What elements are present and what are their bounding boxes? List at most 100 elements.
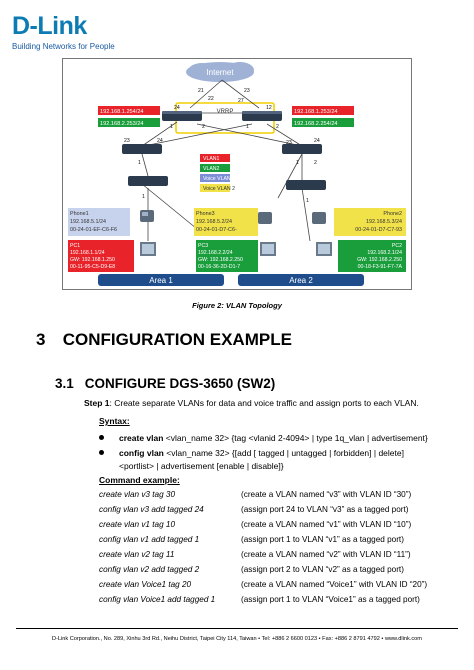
svg-text:192.168.2.1/24: 192.168.2.1/24 [367,250,402,256]
step-text: : Create separate VLANs for data and voi… [109,398,419,408]
svg-text:24: 24 [157,138,163,144]
section-number: 3 [36,330,46,349]
svg-text:Voice VLAN 2: Voice VLAN 2 [203,186,235,192]
svg-text:1: 1 [246,124,249,130]
command-text: config vlan v1 add tagged 1 [99,535,200,544]
svg-text:192.168.1.253/24: 192.168.1.253/24 [294,109,338,115]
svg-text:VLAN2: VLAN2 [203,166,220,172]
svg-text:1: 1 [306,198,309,204]
pc2-box [338,240,406,272]
subsection-title: CONFIGURE DGS-3650 (SW2) [84,376,276,391]
svg-text:PC3: PC3 [198,243,208,249]
core-right-subnet-1 [292,106,354,115]
svg-text:12: 12 [266,105,272,111]
step-1: Step 1: Create separate VLANs for data a… [84,398,419,408]
syntax-command: create vlan [119,433,164,443]
syntax-args: <vlan_name 32> {tag <vlanid 2-4094> | ty… [163,433,428,443]
command-text: create vlan v3 tag 30 [99,490,176,499]
svg-text:23: 23 [286,140,292,146]
svg-text:Area 1: Area 1 [149,276,173,285]
phone2-icon [312,212,326,224]
pc1-box [68,240,134,272]
command-text: config vlan Voice1 add tagged 1 [99,595,216,604]
svg-text:192.168.1.1/24: 192.168.1.1/24 [70,250,105,256]
command-description: (assign port 2 to VLAN “v2” as a tagged … [241,565,404,574]
pc1-icon [140,242,156,256]
command-row: create vlan v3 tag 30 (create a VLAN nam… [99,490,439,504]
core-left-subnet-1 [98,106,160,115]
svg-text:27: 27 [238,98,244,104]
command-row: config vlan v1 add tagged 1 (assign port… [99,535,439,549]
svg-text:Area 2: Area 2 [289,276,313,285]
command-row: create vlan v1 tag 10 (create a VLAN nam… [99,520,439,534]
command-text: config vlan v2 add tagged 2 [99,565,200,574]
svg-text:2: 2 [314,160,317,166]
page-footer: D-Link Corporation., No. 289, Xinhu 3rd … [52,636,422,642]
command-description: (assign port 1 to VLAN “Voice1” as a tag… [241,595,420,604]
phone1-box [68,208,130,236]
svg-text:GW: 192.168.1.250: GW: 192.168.1.250 [70,257,115,263]
core-left-subnet-2 [98,118,160,127]
svg-text:GW: 192.168.2.250: GW: 192.168.2.250 [198,257,243,263]
command-text: create vlan v2 tag 11 [99,550,175,559]
distribution-switch-right [282,144,322,154]
svg-text:21: 21 [198,88,204,94]
bullet-icon [99,450,104,455]
svg-text:192.168.5.1/24: 192.168.5.1/24 [70,219,106,225]
syntax-args: <vlan_name 32> {[add [ tagged | untagged… [119,448,404,471]
command-description: (assign port 24 to VLAN “v3” as a tagged… [241,505,409,514]
access-switch-right [286,180,326,190]
syntax-command: config vlan [119,448,164,458]
command-description: (create a VLAN named “Voice1” with VLAN … [241,580,428,589]
phone3-box [194,208,258,236]
svg-text:2: 2 [202,124,205,130]
svg-text:2: 2 [276,124,279,130]
svg-text:192.168.5.2/24: 192.168.5.2/24 [196,219,232,225]
footer-divider [16,628,458,629]
subsection-heading: 3.1 CONFIGURE DGS-3650 (SW2) [55,376,275,391]
command-text: create vlan v1 tag 10 [99,520,176,529]
svg-text:Phone3: Phone3 [196,211,215,217]
command-description: (create a VLAN named “v3” with VLAN ID “… [241,490,412,499]
svg-text:23: 23 [244,88,250,94]
pc3-box [196,240,258,272]
svg-text:192.168.2.254/24: 192.168.2.254/24 [294,121,338,127]
pc3-icon [260,242,276,256]
bullet-icon [99,435,104,440]
command-row: config vlan Voice1 add tagged 1 (assign … [99,595,439,609]
svg-text:00-18-F3-91-F7-7A: 00-18-F3-91-F7-7A [358,264,403,270]
command-row: create vlan v2 tag 11 (create a VLAN nam… [99,550,439,564]
command-description: (assign port 1 to VLAN “v1” as a tagged … [241,535,404,544]
command-text: create vlan Voice1 tag 20 [99,580,192,589]
area1-bar [98,274,224,286]
section-heading: 3 CONFIGURATION EXAMPLE [36,330,292,350]
pc2-icon [316,242,332,256]
core-switch-left [162,111,202,121]
svg-text:00-24-01-D7-C7-93: 00-24-01-D7-C7-93 [355,227,402,233]
command-row: config vlan v2 add tagged 2 (assign port… [99,565,439,579]
phone1-icon [140,210,154,222]
svg-text:GW: 192.168.2.250: GW: 192.168.2.250 [357,257,402,263]
command-description: (create a VLAN named “v1” with VLAN ID “… [241,520,412,529]
core-switch-right [242,111,282,121]
svg-text:PC2: PC2 [392,243,402,249]
svg-text:192.168.2.253/24: 192.168.2.253/24 [100,121,144,127]
svg-text:Voice VLAN 1: Voice VLAN 1 [203,176,235,182]
svg-text:1: 1 [296,160,299,166]
svg-text:23: 23 [124,138,130,144]
core-right-subnet-2 [292,118,354,127]
svg-text:00-24-01-D7-C6-: 00-24-01-D7-C6- [196,227,237,233]
distribution-switch-left [122,144,162,154]
svg-text:PC1: PC1 [70,243,80,249]
svg-text:Phone1: Phone1 [70,211,89,217]
phone3-icon [258,212,272,224]
access-switch-left [128,176,168,186]
command-text: config vlan v3 add tagged 24 [99,505,204,514]
command-example-label: Command example: [99,475,180,485]
svg-text:1: 1 [142,194,145,200]
svg-text:1: 1 [170,124,173,130]
svg-text:00-11-95-C5-D9-E8: 00-11-95-C5-D9-E8 [70,264,115,270]
svg-text:00-24-01-EF-C6-F6: 00-24-01-EF-C6-F6 [70,227,117,233]
svg-text:192.168.5.3/24: 192.168.5.3/24 [366,219,402,225]
svg-text:00-16-36-2D-D1-7: 00-16-36-2D-D1-7 [198,264,240,270]
